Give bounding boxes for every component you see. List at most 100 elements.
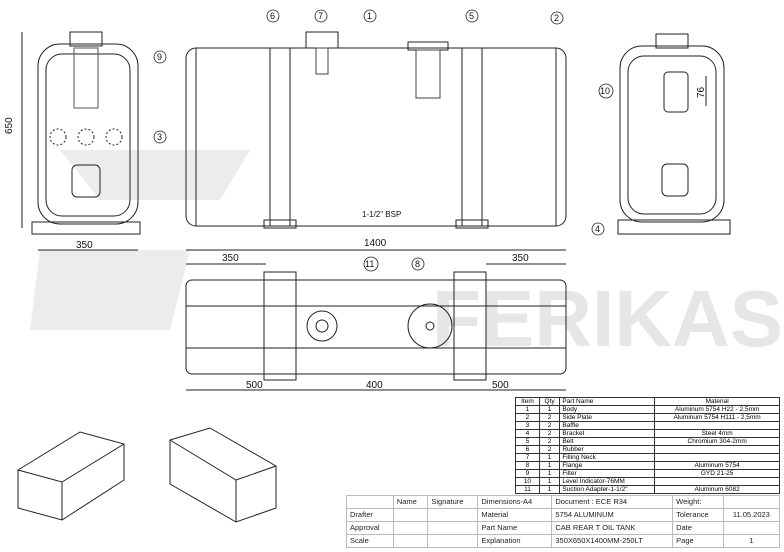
table-cell: Level Indicator-76MM bbox=[559, 477, 656, 486]
table-cell: Rubber bbox=[559, 445, 656, 454]
balloon-8: 8 bbox=[415, 259, 420, 269]
table-cell: 1 bbox=[538, 461, 561, 470]
balloon-2: 2 bbox=[554, 13, 559, 23]
table-cell: Belt bbox=[559, 437, 656, 446]
balloon-1: 1 bbox=[367, 11, 372, 21]
dim-350-right: 350 bbox=[512, 253, 529, 264]
dim-76: 76 bbox=[696, 86, 707, 98]
table-cell bbox=[654, 477, 780, 486]
table-cell bbox=[654, 445, 780, 454]
title-block-cell: Drafter bbox=[346, 508, 394, 522]
table-cell bbox=[654, 421, 780, 430]
title-block-cell: Weight: bbox=[672, 495, 724, 509]
title-block-cell bbox=[392, 508, 429, 522]
table-cell: Aluminum 6082 bbox=[654, 485, 780, 494]
header-part-name: Part Name bbox=[559, 397, 656, 406]
header-material: Material bbox=[654, 397, 780, 406]
dim-650: 650 bbox=[4, 117, 15, 134]
header-item: Item bbox=[515, 397, 540, 406]
balloon-6: 6 bbox=[270, 11, 275, 21]
table-cell: 1 bbox=[538, 453, 561, 462]
watermark-logo bbox=[30, 150, 250, 330]
title-block-cell: 11.05.2023 bbox=[722, 508, 781, 522]
title-block-cell: Name bbox=[392, 495, 429, 509]
title-block-cell: 350X650X1400MM-250LT bbox=[551, 534, 674, 548]
title-block-cell: Scale bbox=[346, 534, 394, 548]
table-cell: Aluminum 5754 bbox=[654, 461, 780, 470]
table-cell bbox=[654, 453, 780, 462]
title-block-cell: Part Name bbox=[477, 521, 553, 535]
header-qty: Qty bbox=[538, 397, 561, 406]
table-cell: 11 bbox=[515, 485, 540, 494]
title-block-cell: Page bbox=[672, 534, 724, 548]
table-cell: Filling Neck bbox=[559, 453, 656, 462]
table-cell: 9 bbox=[515, 469, 540, 478]
title-block-cell: Document : ECE R34 bbox=[551, 495, 674, 509]
balloon-3: 3 bbox=[157, 132, 162, 142]
table-cell: 2 bbox=[538, 421, 561, 430]
table-cell: Body bbox=[559, 405, 656, 414]
title-block-cell bbox=[427, 534, 479, 548]
title-block-cell bbox=[346, 495, 394, 509]
table-cell: Chromium 304-2mm bbox=[654, 437, 780, 446]
table-header: Item Qty Part Name Material bbox=[515, 397, 780, 406]
isometric-views bbox=[17, 427, 277, 523]
title-block-cell: 1 bbox=[722, 534, 781, 548]
table-cell: 10 bbox=[515, 477, 540, 486]
table-cell: 2 bbox=[515, 413, 540, 422]
title-block-cell: Explanation bbox=[477, 534, 553, 548]
title-block-cell bbox=[392, 534, 429, 548]
balloon-11: 11 bbox=[365, 259, 374, 269]
table-cell: 2 bbox=[538, 445, 561, 454]
table-cell: 1 bbox=[538, 485, 561, 494]
table-cell: Filter bbox=[559, 469, 656, 478]
title-block-cell bbox=[427, 508, 479, 522]
table-cell: 6 bbox=[515, 445, 540, 454]
watermark: FERIKAS bbox=[432, 274, 783, 363]
title-block-cell: 5754 ALUMINUM bbox=[551, 508, 674, 522]
table-cell: 5 bbox=[515, 437, 540, 446]
balloon-10: 10 bbox=[600, 86, 610, 96]
table-cell: Aluminum 5754 H22 - 2,5mm bbox=[654, 405, 780, 414]
title-block-cell: CAB REAR T OIL TANK bbox=[551, 521, 674, 535]
front-view bbox=[21, 31, 141, 251]
table-cell: Steel 4mm bbox=[654, 429, 780, 438]
table-cell: 2 bbox=[538, 429, 561, 438]
balloon-9: 9 bbox=[157, 52, 162, 62]
title-block-cell bbox=[722, 495, 781, 509]
table-cell: Flange bbox=[559, 461, 656, 470]
title-block-cell: Material bbox=[477, 508, 553, 522]
dim-500-left: 500 bbox=[246, 380, 263, 391]
table-cell: 2 bbox=[538, 413, 561, 422]
table-cell: 2 bbox=[538, 437, 561, 446]
table-cell: 1 bbox=[538, 405, 561, 414]
table-cell: GYD 21-25 bbox=[654, 469, 780, 478]
table-cell: 4 bbox=[515, 429, 540, 438]
table-cell: Side Plate bbox=[559, 413, 656, 422]
title-block-cell bbox=[427, 521, 479, 535]
title-block-cell: Date bbox=[672, 521, 724, 535]
table-cell: 1 bbox=[515, 405, 540, 414]
end-view bbox=[617, 33, 731, 235]
dim-400: 400 bbox=[366, 380, 383, 391]
title-block-cell bbox=[722, 521, 781, 535]
title-block-cell: Dimensions-A4 bbox=[477, 495, 553, 509]
title-block-cell: Tolerance bbox=[672, 508, 724, 522]
dim-bsp: 1-1/2" BSP bbox=[362, 210, 401, 219]
